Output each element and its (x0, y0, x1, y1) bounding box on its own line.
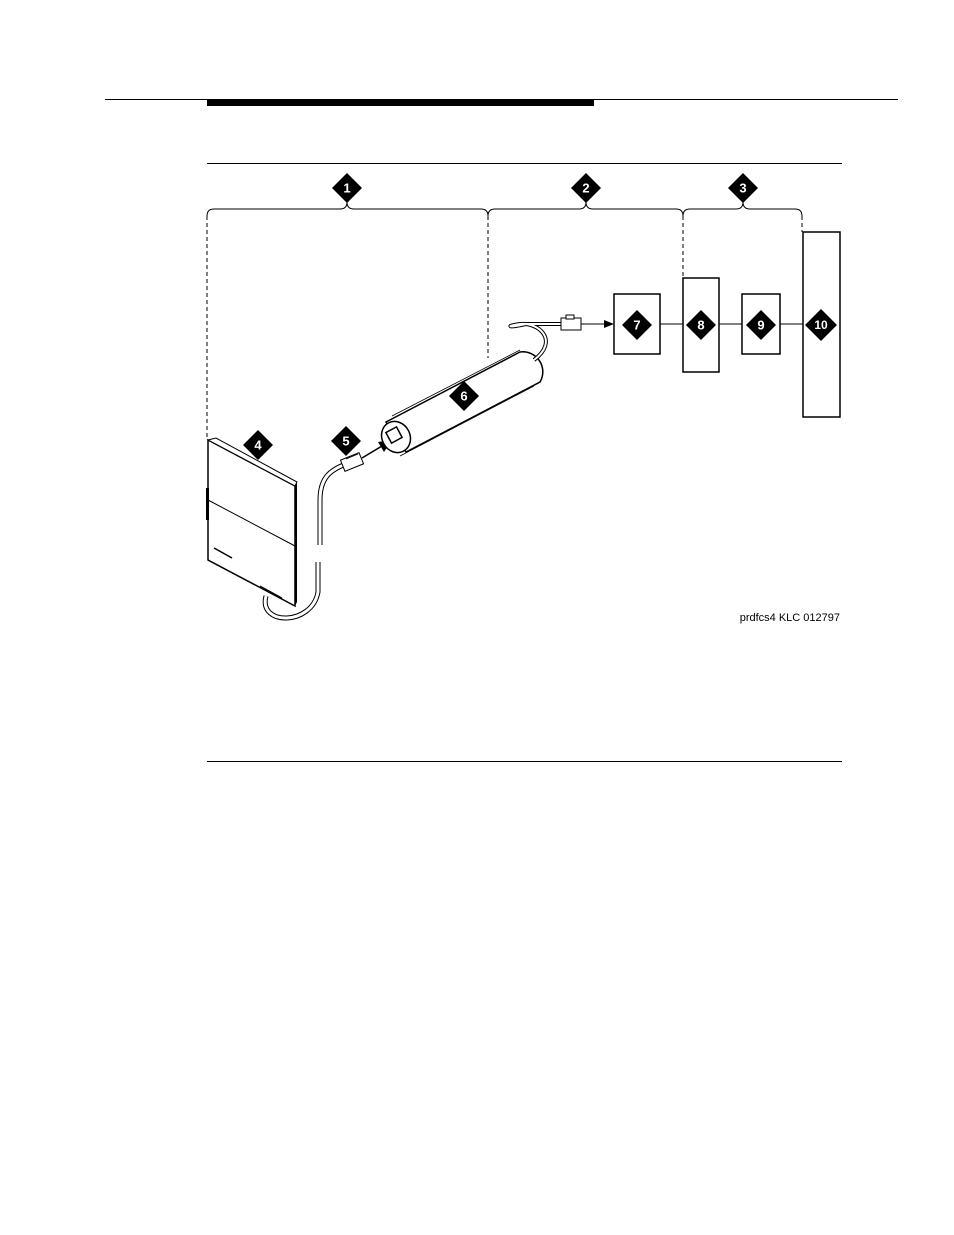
modular-plug (340, 453, 363, 472)
svg-text:6: 6 (460, 389, 467, 404)
svg-text:2: 2 (582, 181, 589, 196)
brace-section-1 (207, 202, 488, 216)
callout-2: 2 (571, 173, 601, 203)
figure-code: prdfcs4 KLC 012797 (740, 612, 840, 624)
svg-text:5: 5 (342, 434, 349, 449)
svg-text:10: 10 (814, 318, 828, 332)
modular-cord (320, 464, 346, 545)
brace-section-2 (488, 202, 683, 216)
callout-5: 5 (331, 426, 361, 456)
plug-to-box-arrow (581, 320, 614, 328)
brace-section-3 (683, 202, 802, 216)
svg-text:8: 8 (697, 318, 704, 333)
svg-text:3: 3 (739, 181, 746, 196)
callout-1: 1 (332, 173, 362, 203)
svg-text:9: 9 (757, 318, 764, 333)
module-box (206, 438, 297, 606)
svg-text:4: 4 (254, 438, 262, 453)
callout-3: 3 (728, 173, 758, 203)
svg-text:7: 7 (633, 318, 640, 333)
svg-text:1: 1 (343, 181, 350, 196)
rj-plug (561, 315, 581, 330)
